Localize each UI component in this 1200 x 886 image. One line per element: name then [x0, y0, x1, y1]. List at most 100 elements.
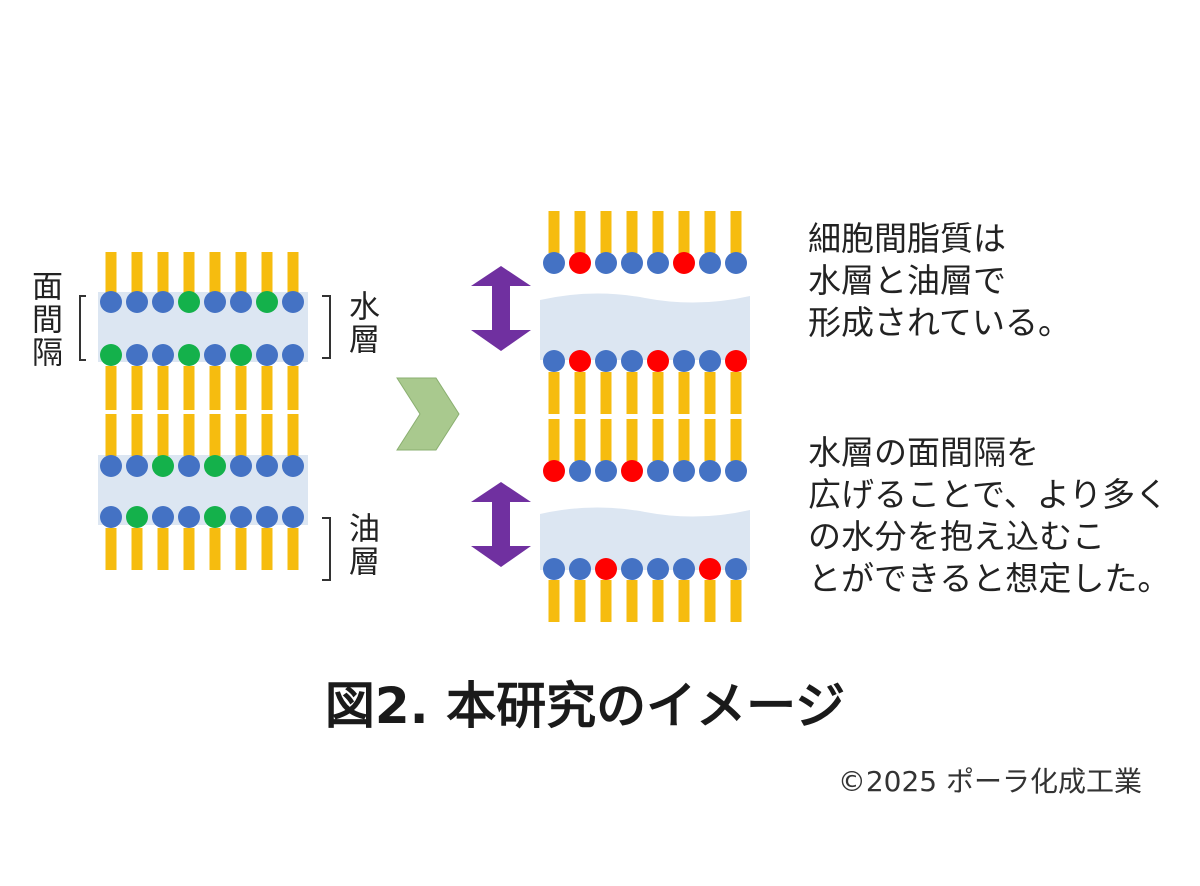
lipid-tail [626, 372, 638, 414]
lipid-tail [235, 252, 247, 294]
lipid-tail [209, 252, 221, 294]
lipid-head [647, 558, 669, 580]
double-headed-vertical-arrow-icon-lower [471, 482, 531, 567]
lipid-head [152, 344, 174, 366]
lipid-tail [183, 414, 195, 456]
lipid-tail [261, 528, 273, 570]
lipid-tail [235, 414, 247, 456]
lipid-head [282, 455, 304, 477]
lipid-tail [678, 419, 690, 461]
lipid-head [647, 460, 669, 482]
left-bracket-icon [79, 295, 86, 361]
lipid-head [595, 460, 617, 482]
lipid-head [230, 291, 252, 313]
lipid-tail [157, 252, 169, 294]
lipid-head [647, 252, 669, 274]
lipid-head [126, 506, 148, 528]
lipid-head [595, 252, 617, 274]
lipid-head [699, 252, 721, 274]
lipid-tail [678, 580, 690, 622]
lipid-tail [678, 372, 690, 414]
water-band-upper-right [540, 293, 750, 360]
lipid-head [256, 344, 278, 366]
lipid-head [673, 460, 695, 482]
lipid-head [673, 350, 695, 372]
right-bracket-oil-icon [322, 517, 331, 581]
lipid-tail [652, 580, 664, 622]
lipid-tail [626, 211, 638, 253]
lipid-head [282, 291, 304, 313]
lipid-tail [574, 419, 586, 461]
lipid-head [100, 291, 122, 313]
lipid-head [204, 291, 226, 313]
lipid-head [100, 344, 122, 366]
figure-caption: 図2. 本研究のイメージ [324, 677, 846, 735]
lipid-head [100, 455, 122, 477]
water-band-lower-right [540, 507, 750, 570]
lipid-head [230, 455, 252, 477]
lipid-head [569, 460, 591, 482]
lipid-head [178, 344, 200, 366]
lipid-tail [600, 419, 612, 461]
lipid-tail [730, 419, 742, 461]
lipid-head [126, 455, 148, 477]
lipid-tail [652, 372, 664, 414]
lipid-head [178, 506, 200, 528]
lipid-head [256, 291, 278, 313]
lipid-tail [548, 372, 560, 414]
lipid-tail [704, 372, 716, 414]
lipid-tail [157, 366, 169, 410]
lipid-tail [209, 414, 221, 456]
lipid-tail [209, 366, 221, 410]
lipid-tail [183, 528, 195, 570]
lipid-head [256, 506, 278, 528]
lipid-tail [574, 372, 586, 414]
lipid-head [152, 506, 174, 528]
lipid-tail [235, 366, 247, 410]
lipid-tail [704, 419, 716, 461]
lipid-tail [626, 419, 638, 461]
lipid-tail [652, 211, 664, 253]
lipid-head [699, 350, 721, 372]
lipid-tail [548, 419, 560, 461]
lipid-head [282, 344, 304, 366]
double-headed-vertical-arrow-icon-upper [471, 266, 531, 351]
lipid-head [543, 558, 565, 580]
lipid-head [543, 350, 565, 372]
lipid-head [152, 291, 174, 313]
lipid-tail [704, 580, 716, 622]
lipid-head [647, 350, 669, 372]
lipid-head [230, 344, 252, 366]
lipid-tail [704, 211, 716, 253]
copyright-notice: ©2025 ポーラ化成工業 [837, 765, 1142, 798]
lipid-tail [730, 211, 742, 253]
lipid-tail [131, 252, 143, 294]
lipid-head [699, 460, 721, 482]
lipid-head [126, 291, 148, 313]
lipid-head [569, 350, 591, 372]
lipid-tail [105, 366, 117, 410]
lipid-tails [105, 211, 742, 622]
chevron-right-icon [396, 377, 460, 451]
lipid-tail [287, 252, 299, 294]
lipid-tail [131, 366, 143, 410]
lipid-tail [261, 252, 273, 294]
lipid-tail [287, 366, 299, 410]
lipid-head [725, 558, 747, 580]
lipid-tail [548, 211, 560, 253]
lipid-tail [261, 414, 273, 456]
water-layer-label: 水層 [343, 290, 379, 356]
lipid-tail [183, 252, 195, 294]
lipid-tail [730, 372, 742, 414]
lipid-head [230, 506, 252, 528]
lipid-head [569, 252, 591, 274]
lipid-tail [157, 414, 169, 456]
lipid-head [543, 460, 565, 482]
lipid-tail [131, 414, 143, 456]
lipid-head [282, 506, 304, 528]
lipid-head [178, 455, 200, 477]
lipid-tail [600, 580, 612, 622]
lipid-tail [626, 580, 638, 622]
